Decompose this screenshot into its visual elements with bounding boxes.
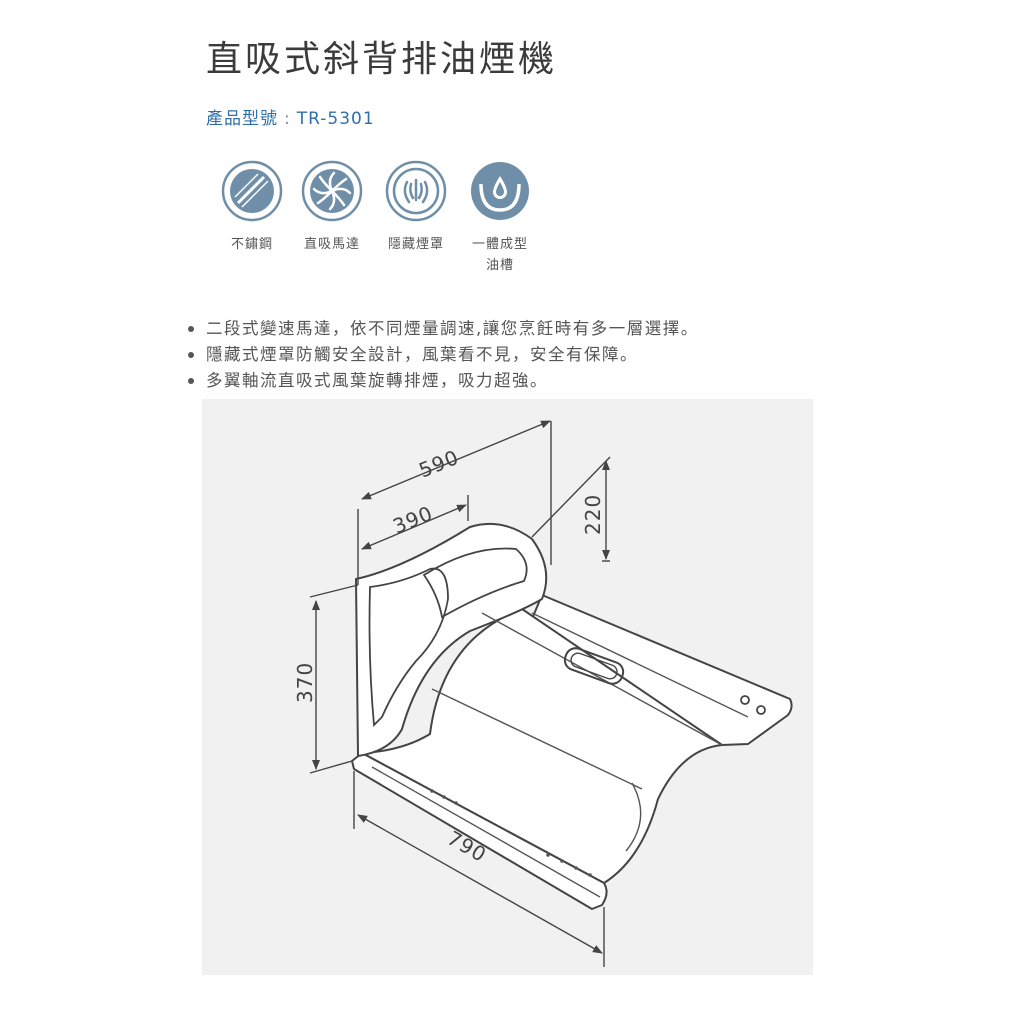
- dim-inner-depth: 390: [389, 501, 436, 539]
- feature-label: 直吸馬達: [303, 237, 360, 252]
- feature-stainless-steel: 不鏽鋼: [214, 160, 290, 255]
- fan-motor-icon: [301, 160, 363, 222]
- model-line: 產品型號:TR-5301: [206, 104, 375, 129]
- model-label: 產品型號: [206, 109, 278, 129]
- dimension-drawing: 590 390 220 370 790: [202, 399, 813, 975]
- model-number: TR-5301: [296, 109, 375, 129]
- stainless-steel-icon: [221, 160, 283, 222]
- feature-oil-tray: 一體成型油槽: [462, 160, 538, 276]
- feature-icons: 不鏽鋼 直吸馬達: [214, 160, 544, 280]
- product-title: 直吸式斜背排油煙機: [206, 39, 558, 80]
- feature-label: 不鏽鋼: [230, 237, 273, 252]
- feature-hidden-hood: 隱藏煙罩: [378, 160, 454, 255]
- bullet-item: 多翼軸流直吸式風葉旋轉排煙，吸力超強。: [186, 368, 699, 394]
- feature-bullet-list: 二段式變速馬達，依不同煙量調速,讓您烹飪時有多一層選擇。 隱藏式煙罩防觸安全設計…: [186, 316, 699, 394]
- bullet-item: 二段式變速馬達，依不同煙量調速,讓您烹飪時有多一層選擇。: [186, 316, 699, 342]
- feature-label: 一體成型油槽: [471, 237, 528, 273]
- dim-top-depth: 590: [415, 445, 462, 483]
- model-separator: :: [284, 109, 291, 129]
- dim-front-height: 370: [293, 662, 317, 703]
- hidden-hood-icon: [385, 160, 447, 222]
- dim-back-height: 220: [581, 494, 605, 535]
- range-hood-outline: [351, 522, 793, 910]
- oil-tray-icon: [469, 160, 531, 222]
- feature-fan-motor: 直吸馬達: [294, 160, 370, 255]
- feature-label: 隱藏煙罩: [387, 237, 444, 252]
- bullet-item: 隱藏式煙罩防觸安全設計，風葉看不見，安全有保障。: [186, 342, 699, 368]
